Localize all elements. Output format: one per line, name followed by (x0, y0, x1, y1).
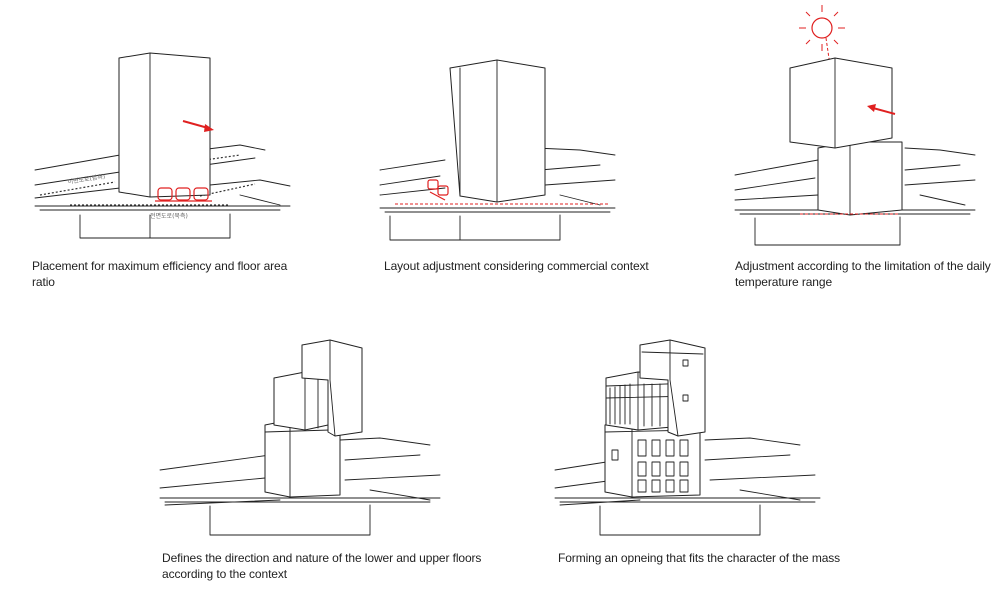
arrow-icon (182, 120, 214, 132)
caption-1: Placement for maximum efficiency and flo… (32, 259, 288, 289)
caption-4-line-2: according to the context (162, 567, 288, 581)
site-plan (159, 437, 441, 536)
lower-windows (611, 439, 689, 493)
caption-4: Defines the direction and nature of the … (162, 550, 492, 582)
caption-4-line-1: Defines the direction and nature of the … (162, 551, 482, 565)
caption-3-line-2: temperature range (735, 275, 833, 289)
site-plan (554, 437, 821, 536)
caption-5: Forming an opneing that fits the charact… (558, 551, 841, 565)
upper-floors (639, 339, 706, 437)
site-plan (379, 147, 616, 241)
diagram-panel-1: 이면도로(남측) 전면도로(북측) Placement for maximum … (0, 0, 300, 290)
upper-mass (789, 57, 893, 149)
massing-diagram-commercial-context (379, 59, 616, 241)
massing-diagram-floor-direction (159, 339, 441, 536)
diagram-panel-2: Layout adjustment considering commercial… (0, 0, 700, 290)
caption-3: Adjustment according to the limitation o… (735, 258, 995, 290)
caption-2: Layout adjustment considering commercial… (384, 259, 649, 273)
sun-icon (799, 5, 845, 51)
diagram-panel-5: Forming an opneing that fits the charact… (554, 339, 841, 565)
caption-3-line-1: Adjustment according to the limitation o… (735, 259, 991, 273)
commercial-markers (427, 179, 449, 201)
tower-mass (118, 52, 211, 198)
diagram-panel-3: Adjustment according to the limitation o… (0, 0, 1000, 290)
diagram-panel-4: Defines the direction and nature of the … (159, 339, 492, 582)
massing-diagram-max-efficiency: 이면도로(남측) 전면도로(북측) (34, 52, 291, 239)
site-plan (34, 144, 291, 239)
lower-mass (264, 419, 341, 498)
massing-diagram-openings (554, 339, 821, 536)
arrow-icon (867, 104, 896, 115)
tower-mass (449, 59, 546, 203)
upper-mass (301, 339, 363, 437)
parking-markers (155, 187, 212, 202)
street-label-north: 전면도로(북측) (150, 212, 188, 220)
massing-diagram-temperature (734, 5, 976, 246)
